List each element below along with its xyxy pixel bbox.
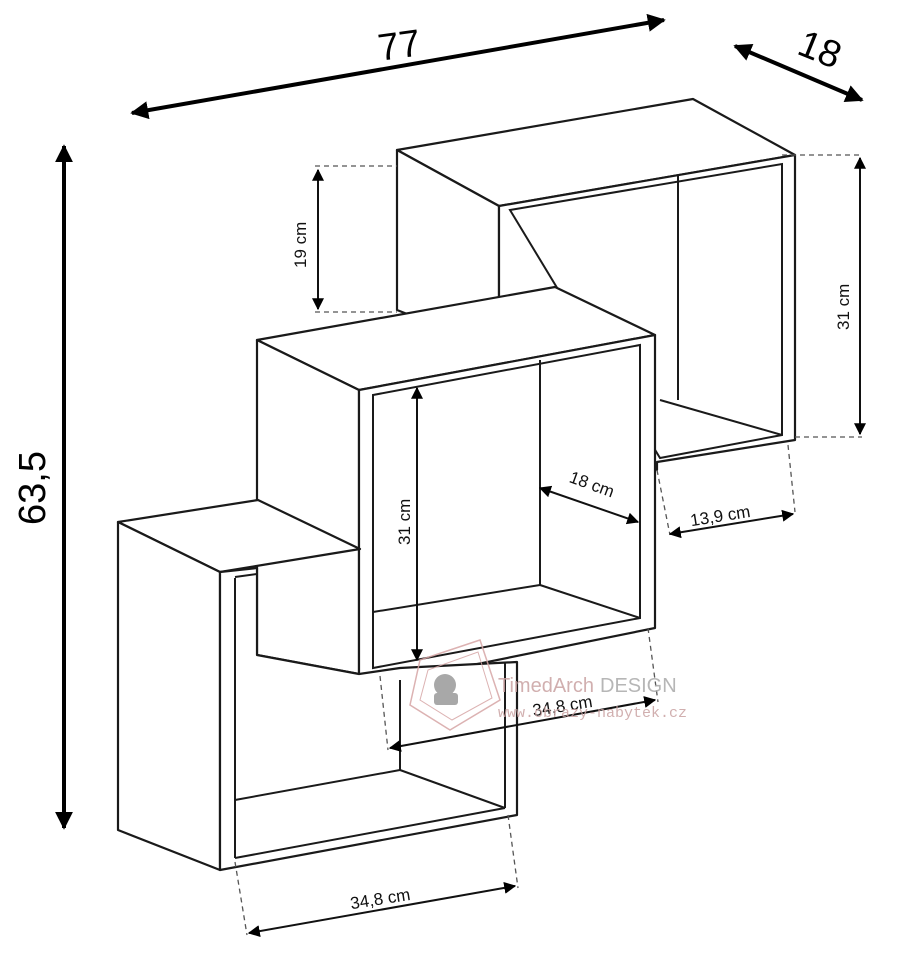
height-dimension: 63,5: [12, 144, 73, 830]
watermark-logo-icon: [409, 639, 501, 731]
width-label: 77: [375, 22, 423, 69]
top-box-right-label: 31 cm: [834, 284, 853, 330]
top-box-front-dimension: 19 cm: [291, 165, 397, 313]
watermark-design: DESIGN: [600, 675, 677, 697]
middle-box-height-label: 31 cm: [395, 499, 414, 545]
watermark-url: www.obrazy-nabytek.cz: [498, 705, 687, 722]
top-box-right-dimension: 31 cm: [782, 154, 866, 438]
watermark-brand: TimedArch: [498, 675, 594, 697]
middle-box-height-dimension: 31 cm: [395, 386, 423, 662]
width-dimension: 77: [130, 13, 666, 120]
height-label: 63,5: [12, 451, 54, 525]
depth-label: 18: [792, 23, 847, 78]
watermark: TimedArch DESIGN www.obrazy-nabytek.cz: [409, 639, 687, 731]
middle-shelf-box: [255, 285, 657, 690]
depth-dimension: 18: [733, 23, 864, 102]
bottom-shelf-box: [116, 498, 519, 872]
top-box-front-label: 19 cm: [291, 222, 310, 268]
